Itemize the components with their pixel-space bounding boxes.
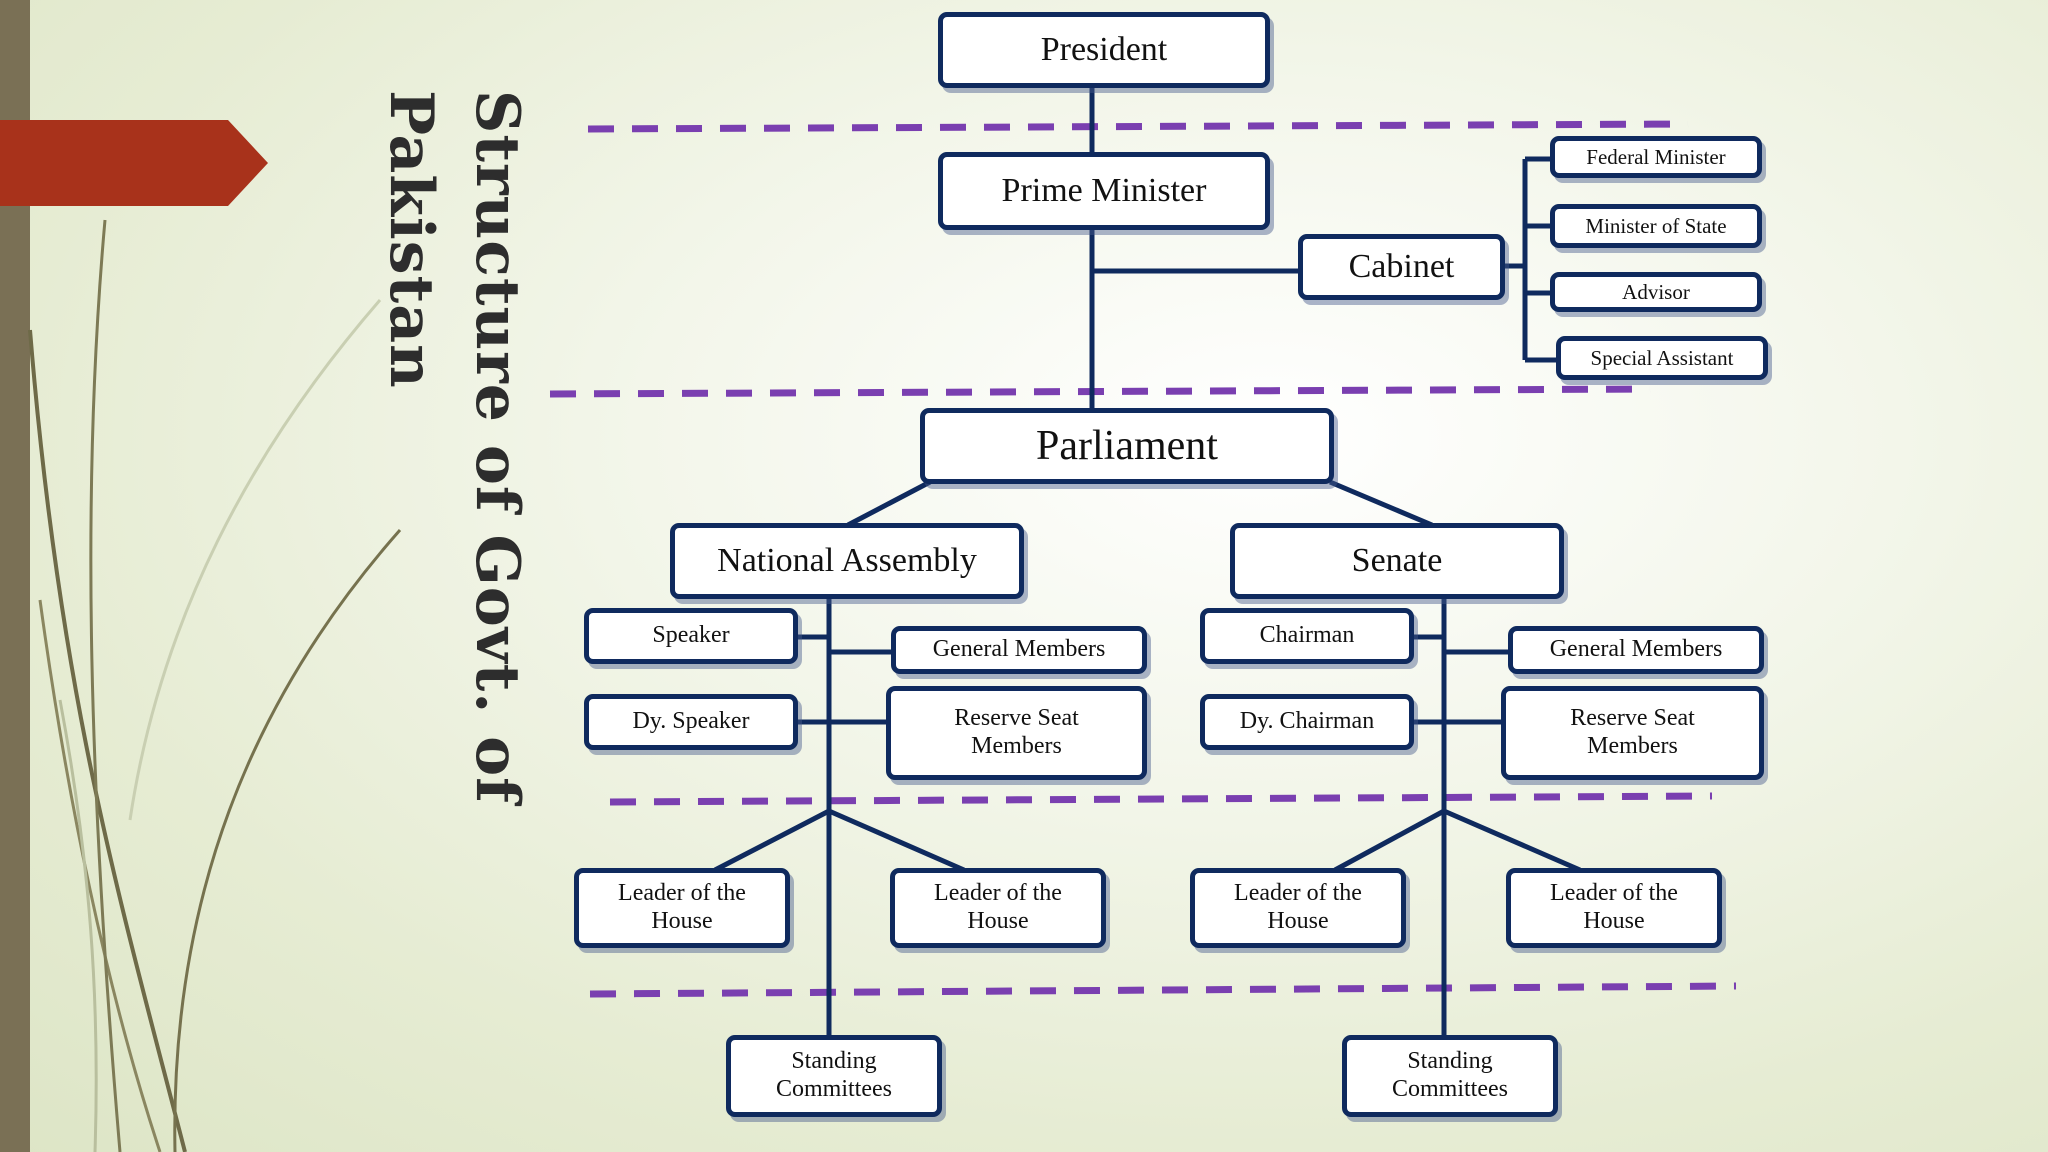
senate-general-members-label: General Members [1549,636,1723,663]
senate-general-members-box: General Members [1508,626,1764,674]
na-reserve-seat-members-label: Reserve Seat Members [954,705,1079,759]
cabinet-box: Cabinet [1298,234,1505,300]
na-leader-left-label: Leader of the House [618,880,746,934]
senate-standing-committees-box: Standing Committees [1342,1035,1558,1117]
na-standing-committees-box: Standing Committees [726,1035,942,1117]
na-general-members-label: General Members [932,636,1106,663]
na-dy-speaker-label: Dy. Speaker [632,708,750,735]
advisor-box: Advisor [1550,272,1762,312]
cabinet-label: Cabinet [1348,248,1455,286]
parliament-label: Parliament [1036,422,1218,469]
minister-of-state-box: Minister of State [1550,204,1762,248]
parliament-box: Parliament [920,408,1334,484]
na-speaker-label: Speaker [652,622,730,649]
senate-dy-chairman-box: Dy. Chairman [1200,694,1414,750]
na-dy-speaker-box: Dy. Speaker [584,694,798,750]
na-leader-left-box: Leader of the House [574,868,790,948]
na-standing-committees-label: Standing Committees [776,1048,892,1102]
senate-reserve-seat-members-label: Reserve Seat Members [1570,705,1695,759]
na-reserve-seat-members-box: Reserve Seat Members [886,686,1147,780]
senate-standing-committees-label: Standing Committees [1392,1048,1508,1102]
president-box: President [938,12,1270,88]
na-leader-right-box: Leader of the House [890,868,1106,948]
divider-2 [549,385,1651,398]
divider-1 [587,120,1689,133]
senate-leader-right-label: Leader of the House [1550,880,1678,934]
title-arrow-accent [0,120,268,206]
senate-leader-right-box: Leader of the House [1506,868,1722,948]
senate-reserve-seat-members-box: Reserve Seat Members [1501,686,1764,780]
prime-minister-label: Prime Minister [1001,172,1207,210]
senate-dy-chairman-label: Dy. Chairman [1239,708,1375,735]
special-assistant-box: Special Assistant [1556,336,1768,380]
divider-3 [609,792,1713,806]
special-assistant-label: Special Assistant [1590,345,1734,370]
federal-minister-box: Federal Minister [1550,136,1762,178]
senate-leader-left-box: Leader of the House [1190,868,1406,948]
president-label: President [1040,31,1168,69]
divider-4 [589,982,1737,998]
federal-minister-label: Federal Minister [1586,144,1726,169]
senate-chairman-box: Chairman [1200,608,1414,664]
prime-minister-box: Prime Minister [938,152,1270,230]
national-assembly-label: National Assembly [717,542,977,580]
senate-label: Senate [1351,542,1443,580]
na-general-members-box: General Members [891,626,1147,674]
senate-box: Senate [1230,523,1564,599]
decorative-grass-curves [28,219,402,1152]
senate-leader-left-label: Leader of the House [1234,880,1362,934]
minister-of-state-label: Minister of State [1585,213,1727,238]
na-speaker-box: Speaker [584,608,798,664]
national-assembly-box: National Assembly [670,523,1024,599]
advisor-label: Advisor [1622,279,1690,304]
na-leader-right-label: Leader of the House [934,880,1062,934]
senate-chairman-label: Chairman [1259,622,1355,649]
